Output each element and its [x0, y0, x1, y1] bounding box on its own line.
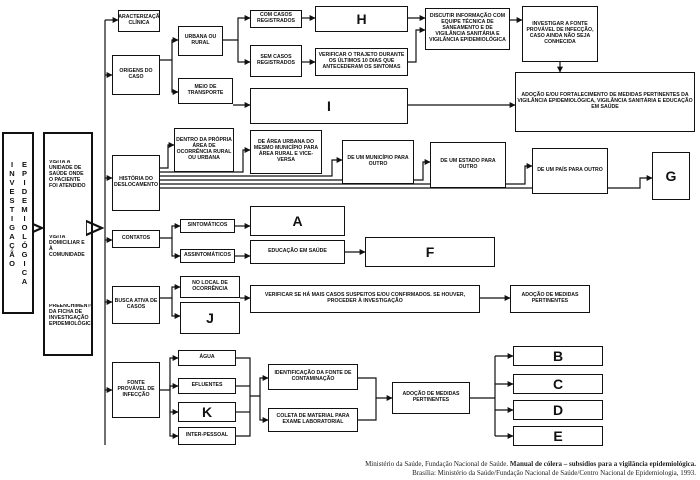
visita-unidade-label: VISITA À UNIDADE DE SAÚDE ONDE O PACIENT…	[49, 160, 86, 190]
dentro-area-box: DENTRO DA PRÓPRIA ÁREA DE OCORRÊNCIA RUR…	[174, 128, 234, 172]
box-i: I	[250, 88, 408, 124]
coleta-material-box: COLETA DE MATERIAL PARA EXAME LABORATORI…	[268, 408, 358, 432]
urbana-rural-box: URBANA OU RURAL	[178, 26, 223, 56]
box-a: A	[250, 206, 345, 236]
educacao-saude-box: EDUCAÇÃO EM SAÚDE	[250, 240, 345, 264]
efluentes-box: EFLUENTES	[178, 378, 236, 394]
box-b: B	[513, 346, 603, 366]
fonte-provavel-box: FONTE PROVÁVEL DE INFECÇÃO	[112, 362, 160, 418]
preenchimento-label: PREENCHIMENTO DA FICHA DE INVESTIGAÇÃO E…	[49, 303, 93, 327]
caption-prefix: Ministério da Saúde, Fundação Nacional d…	[365, 460, 510, 468]
investigacao-box: INVESTIGAÇÃO EPIDEMIOLÓGICA	[2, 132, 34, 314]
adocao-fortalecimento-box: ADOÇÃO E/OU FORTALECIMENTO DE MEDIDAS PE…	[515, 72, 695, 132]
epidemiologica-label: EPIDEMIOLÓGICA	[20, 160, 29, 286]
com-casos-box: COM CASOS REGISTRADOS	[250, 10, 302, 28]
adocao-medidas-1-box: ADOÇÃO DE MEDIDAS PERTINENTES	[510, 285, 590, 313]
caption-line-1: Ministério da Saúde, Fundação Nacional d…	[300, 460, 696, 469]
box-c: C	[513, 374, 603, 394]
box-j: J	[180, 302, 240, 334]
de-municipio-box: DE UM MUNICÍPIO PARA OUTRO	[342, 140, 414, 184]
box-d: D	[513, 400, 603, 420]
no-local-box: NO LOCAL DE OCORRÊNCIA	[180, 276, 240, 298]
caracterizacao-box: CARACTERIZAÇÃO CLÍNICA	[118, 10, 160, 32]
investigacao-label: INVESTIGAÇÃO	[7, 160, 17, 268]
busca-ativa-box: BUSCA ATIVA DE CASOS	[112, 286, 160, 324]
origens-box: ORIGENS DO CASO	[112, 55, 160, 95]
box-f: F	[365, 237, 495, 267]
discutir-box: DISCUTIR INFORMAÇÃO COM EQUIPE TÉCNICA D…	[425, 8, 510, 50]
visita-domiciliar-label: VISITA DOMICILIAR E À COMUNIDADE	[49, 235, 85, 258]
adocao-medidas-2-box: ADOÇÃO DE MEDIDAS PERTINENTES	[392, 382, 470, 414]
meio-transporte-box: MEIO DE TRANSPORTE	[178, 78, 233, 104]
historia-box: HISTÓRIA DO DESLOCAMENTO	[112, 155, 160, 211]
agua-box: ÁGUA	[178, 350, 236, 366]
caption-line-2: Brasília: Ministério da Saúde/Fundação N…	[412, 468, 696, 477]
de-area-urbana-box: DE ÁREA URBANA DO MESMO MUNICÍPIO PARA Á…	[250, 130, 322, 174]
interpessoal-box: INTER-PESSOAL	[178, 427, 236, 445]
caption-title: Manual de cólera – subsídios para a vigi…	[509, 460, 696, 468]
de-pais-box: DE UM PAÍS PARA OUTRO	[532, 148, 608, 194]
sem-casos-box: SEM CASOS REGISTRADOS	[250, 45, 302, 77]
box-e: E	[513, 426, 603, 446]
verificar-casos-box: VERIFICAR SE HÁ MAIS CASOS SUSPEITOS E/O…	[250, 285, 480, 313]
verificar-trajeto-box: VERIFICAR O TRAJETO DURANTE OS ÚLTIMOS 1…	[315, 48, 408, 76]
box-h: H	[315, 6, 408, 32]
contatos-box: CONTATOS	[112, 230, 160, 248]
source-caption: Ministério da Saúde, Fundação Nacional d…	[300, 460, 696, 478]
box-g: G	[652, 152, 690, 200]
investigar-fonte-box: INVESTIGAR A FONTE PROVÁVEL DE INFECÇÃO,…	[522, 6, 598, 62]
assintomaticos-box: ASSINTOMÁTICOS	[180, 249, 235, 263]
identificacao-fonte-box: IDENTIFICAÇÃO DA FONTE DE CONTAMINAÇÃO	[268, 364, 358, 390]
box-k: K	[178, 402, 236, 422]
left-stack: VISITA À UNIDADE DE SAÚDE ONDE O PACIENT…	[43, 132, 93, 356]
de-estado-box: DE UM ESTADO PARA OUTRO	[430, 142, 506, 188]
sintomaticos-box: SINTOMÁTICOS	[180, 219, 235, 233]
